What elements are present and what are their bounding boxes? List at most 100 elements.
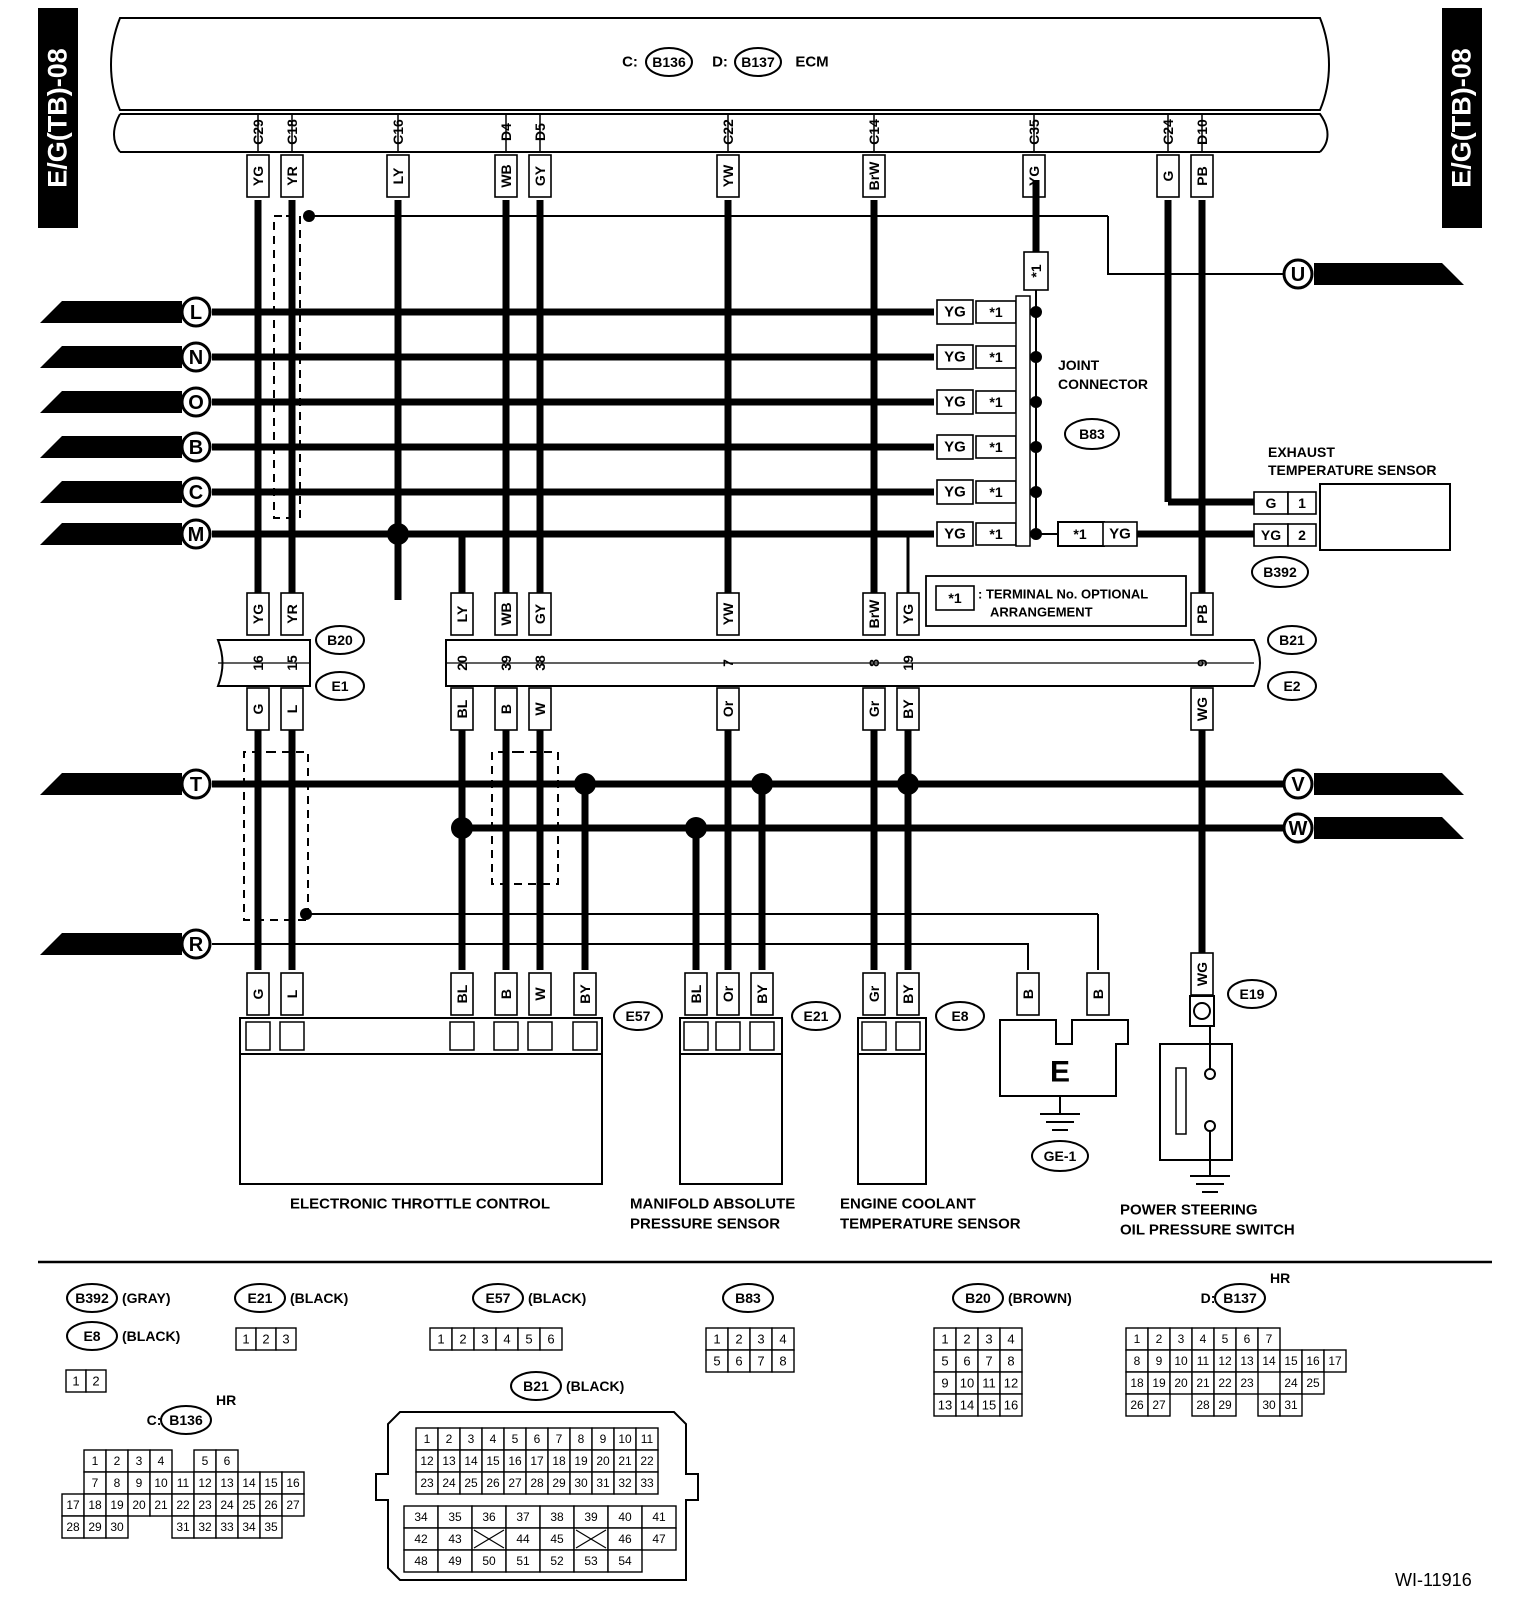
- offpage-left-2-ref: E/G(TB)-06: [86, 394, 163, 411]
- ecm-wire-C22-text: YW: [720, 164, 736, 187]
- offpage-left-5-circle: [180, 518, 212, 550]
- face-b137-id-label: B137: [1223, 1290, 1257, 1306]
- face-b136-grid-pin-7: 7: [92, 1476, 99, 1490]
- face-e8-color: (BLACK): [122, 1328, 180, 1344]
- offpage-left-2-circle: [180, 386, 212, 418]
- face-b136-grid-pin-23: 23: [198, 1498, 212, 1512]
- splice-w-e57: [451, 817, 473, 839]
- face-b21-grid-top-pin-13: 13: [442, 1454, 456, 1468]
- offpage-left-0-arrow: [40, 301, 182, 323]
- face-b137-grid-pin-30: 30: [1262, 1398, 1276, 1412]
- face-e21-color: (BLACK): [290, 1290, 348, 1306]
- face-b20-grid-pin-15: 15: [982, 1398, 996, 1413]
- offpage-left-3-arrow: [40, 436, 182, 458]
- face-b21-grid-bottom-blank: [575, 1529, 607, 1549]
- face-b136-grid-pin-19: 19: [110, 1498, 124, 1512]
- ecm-wire-C16-text: LY: [390, 167, 406, 184]
- face-b20-grid-pin-10: 10: [960, 1376, 974, 1391]
- exhaust-harness-tag-box: [1102, 521, 1138, 547]
- e57-wire-5-box: [573, 972, 597, 1016]
- face-b21-grid-bottom-pin-37: 37: [516, 1510, 530, 1524]
- face-e8-id-label: E8: [83, 1328, 100, 1344]
- ecm-wire-C24-text: G: [1160, 170, 1176, 181]
- ecm-wire-D5-box: [528, 154, 552, 198]
- face-b21-color: (BLACK): [566, 1378, 624, 1394]
- e19-name-2: OIL PRESSURE SWITCH: [1120, 1222, 1295, 1239]
- ground-symbol: E: [1050, 1056, 1070, 1089]
- sheet-id-right: E/G(TB)-08: [1442, 8, 1482, 228]
- e21-wire-1-box: [716, 972, 740, 1016]
- face-b21-grid-top-cell: [635, 1471, 659, 1495]
- e8-pin-cell: [861, 1021, 887, 1051]
- offpage-right-2-ref: E/G(TB)-09: [1340, 820, 1417, 837]
- b20-pin-15: 15: [284, 655, 300, 671]
- face-b137-grid-pin-8: 8: [1134, 1354, 1141, 1368]
- face-b21-grid-top-pin-33: 33: [640, 1476, 654, 1490]
- ground-wire-1: [258, 943, 1029, 970]
- face-b21-grid-bottom-pin-36: 36: [482, 1510, 496, 1524]
- face-b137-grid-pin-21: 21: [1196, 1376, 1210, 1390]
- e2-bottom-1-text: B: [498, 704, 514, 714]
- e19-contact-2: [1204, 1120, 1216, 1132]
- offpage-right-0-circle: [1282, 258, 1314, 290]
- face-b137-grid-pin-19: 19: [1152, 1376, 1166, 1390]
- e19-wire-text: WG: [1194, 962, 1210, 986]
- face-b21-grid-bottom-pin-42: 42: [414, 1532, 428, 1546]
- b21-top-6-text: PB: [1194, 604, 1210, 623]
- joint-wire-2-box: [936, 389, 974, 415]
- face-b137-grid-pin-25: 25: [1306, 1376, 1320, 1390]
- joint-terminal-4: *1: [989, 484, 1002, 500]
- offpage-right-0-letter: U: [1291, 264, 1305, 286]
- offpage-left-2-arrow: [40, 391, 182, 413]
- offpage-left-6-arrow: [40, 773, 182, 795]
- face-b21-grid-bottom-pin-52: 52: [550, 1554, 564, 1568]
- joint-terminal-2: *1: [989, 394, 1002, 410]
- face-b21-grid-bottom-pin-35: 35: [448, 1510, 462, 1524]
- face-b137-grid-pin-6: 6: [1244, 1332, 1251, 1346]
- face-b136-grid-cell: [281, 1493, 305, 1517]
- face-b20-grid-pin-14: 14: [960, 1398, 974, 1413]
- e57-id: [613, 1001, 663, 1031]
- face-b83-grid-pin-2: 2: [735, 1332, 742, 1347]
- face-b136-grid-pin-32: 32: [198, 1520, 212, 1534]
- exhaust-pin-color-2-text: YG: [1261, 527, 1281, 543]
- e19-name-1: POWER STEERING: [1120, 1202, 1258, 1219]
- e2-bottom-3-text: Or: [720, 700, 736, 717]
- exhaust-pin-num-2-text: 2: [1298, 527, 1306, 543]
- e57-pin-cell: [279, 1021, 305, 1051]
- face-b392-id: [66, 1283, 118, 1313]
- e21-id: [791, 1001, 841, 1031]
- face-b137-grid-cell: [1279, 1393, 1303, 1417]
- face-b21-grid-top-pin-29: 29: [552, 1476, 566, 1490]
- face-b21-grid-bottom-pin-40: 40: [618, 1510, 632, 1524]
- joint-wire-0-box: [936, 299, 974, 325]
- offpage-left-5-letter: M: [188, 524, 205, 546]
- e57-pin-cell: [527, 1021, 553, 1051]
- ecm-wire-C16-box: [386, 154, 410, 198]
- b21-top-4-text: BrW: [866, 599, 882, 629]
- e21-wire-0-box: [684, 972, 708, 1016]
- face-b21-grid-top-pin-16: 16: [508, 1454, 522, 1468]
- face-b137-grid-pin-18: 18: [1130, 1376, 1144, 1390]
- e2-bottom-4-text: Gr: [866, 700, 882, 717]
- face-b136-grid-pin-2: 2: [114, 1454, 121, 1468]
- face-e8-grid-pin-2: 2: [92, 1374, 99, 1389]
- face-b136-grid-pin-6: 6: [224, 1454, 231, 1468]
- face-b21-grid-bottom-pin-53: 53: [584, 1554, 598, 1568]
- face-b21-grid-top-pin-27: 27: [508, 1476, 522, 1490]
- face-b137-grid-pin-20: 20: [1174, 1376, 1188, 1390]
- b21-top-3-box: [716, 592, 740, 636]
- sheet-id-left: E/G(TB)-08: [38, 8, 78, 228]
- face-e57-grid-pin-6: 6: [547, 1332, 554, 1347]
- face-b20-grid-pin-5: 5: [941, 1354, 948, 1369]
- face-b137-sup: HR: [1270, 1270, 1290, 1286]
- joint-wire-3-box: [936, 434, 974, 460]
- face-b83-grid-pin-1: 1: [713, 1332, 720, 1347]
- face-b137-grid-pin-14: 14: [1262, 1354, 1276, 1368]
- face-b20-grid-pin-12: 12: [1004, 1376, 1018, 1391]
- face-b136-grid-pin-10: 10: [154, 1476, 168, 1490]
- face-b137-grid-pin-12: 12: [1218, 1354, 1232, 1368]
- face-b136-grid-pin-27: 27: [286, 1498, 300, 1512]
- face-b21-grid-top-pin-28: 28: [530, 1476, 544, 1490]
- face-b21-grid-bottom-cell: [641, 1527, 677, 1551]
